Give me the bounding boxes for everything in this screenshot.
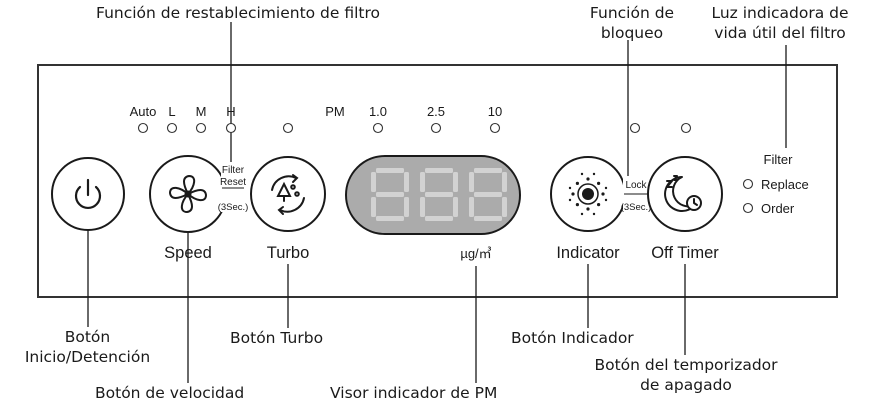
control-panel	[37, 64, 838, 298]
led-pm10	[489, 122, 501, 134]
filter-reset-line1: Filter	[222, 165, 245, 176]
led-medium	[195, 122, 207, 134]
pm-display: µg/㎥	[345, 155, 521, 261]
led-low	[166, 122, 178, 134]
lock-hint: Lock (3Sec.)	[621, 176, 652, 214]
led-filter-order	[742, 202, 754, 214]
callout-filter-reset: Función de restablecimiento de filtro	[96, 4, 381, 22]
led-pm25	[430, 122, 442, 134]
filter-status-replace: Replace	[761, 177, 809, 192]
turbo-icon	[271, 174, 305, 215]
led-label-pm: PM	[325, 104, 345, 119]
speed-leds: Auto L M H	[130, 104, 294, 134]
lock-line1: Lock	[625, 180, 647, 191]
filter-reset-line2: Reset	[220, 177, 246, 188]
led-label-low: L	[168, 104, 175, 119]
led-label-auto: Auto	[130, 104, 157, 119]
display-unit: µg/㎥	[460, 246, 491, 261]
led-indicator	[629, 122, 641, 134]
filter-reset-line3: (3Sec.)	[218, 202, 249, 213]
display-digit-1	[371, 168, 409, 221]
led-label-pm10: 10	[488, 104, 502, 119]
callout-off-timer: Botón del temporizador de apagado	[566, 355, 806, 395]
display-digit-3	[469, 168, 507, 221]
callout-pm-display: Visor indicador de PM	[330, 384, 498, 402]
callout-power-line2: Inicio/Detención	[24, 348, 151, 366]
callout-power-button: Botón Inicio/Detención	[0, 327, 175, 367]
speed-button[interactable]: Speed	[149, 155, 227, 262]
callout-filter-life-line2: vida útil del filtro	[714, 24, 846, 42]
callout-lock-line1: Función de	[589, 4, 675, 22]
turbo-button[interactable]: Turbo	[250, 156, 326, 262]
callout-off-timer-line2: de apagado	[640, 376, 732, 394]
fan-icon	[169, 175, 207, 213]
led-label-pm1: 1.0	[369, 104, 387, 119]
lock-line2: (3Sec.)	[621, 202, 652, 213]
callout-filter-life: Luz indicadora de vida útil del filtro	[690, 3, 870, 43]
led-pm1	[372, 122, 384, 134]
led-auto	[137, 122, 149, 134]
indicator-icon	[568, 172, 608, 216]
power-icon	[74, 178, 102, 209]
led-filter-replace	[742, 178, 754, 190]
led-label-medium: M	[196, 104, 207, 119]
callout-power-line1: Botón	[64, 328, 111, 346]
led-high	[225, 122, 237, 134]
off-timer-button-label: Off Timer	[651, 244, 719, 262]
filter-status-order: Order	[761, 201, 795, 216]
indicator-button[interactable]: Indicator	[550, 156, 626, 262]
led-label-pm25: 2.5	[427, 104, 445, 119]
speed-button-label: Speed	[164, 244, 212, 262]
led-label-high: H	[226, 104, 235, 119]
filter-status: Filter Replace Order	[742, 152, 809, 216]
callout-speed-button: Botón de velocidad	[95, 384, 245, 402]
indicator-button-label: Indicator	[556, 244, 620, 262]
pm-leds: PM 1.0 2.5 10	[325, 104, 692, 134]
callout-turbo-button: Botón Turbo	[230, 329, 324, 347]
filter-reset-hint: Filter Reset (3Sec.)	[218, 162, 249, 213]
turbo-button-label: Turbo	[267, 244, 310, 262]
callout-filter-life-line1: Luz indicadora de	[711, 4, 849, 22]
display-digit-2	[420, 168, 458, 221]
moon-timer-icon	[664, 175, 702, 212]
led-off-timer	[680, 122, 692, 134]
leader-lines	[87, 22, 787, 383]
callout-indicator-button: Botón Indicador	[511, 329, 634, 347]
callout-lock-line2: bloqueo	[600, 24, 664, 42]
filter-status-title: Filter	[764, 152, 794, 167]
off-timer-button[interactable]: Off Timer	[647, 156, 723, 262]
led-turbo	[282, 122, 294, 134]
power-button[interactable]	[51, 157, 125, 231]
callout-off-timer-line1: Botón del temporizador	[594, 356, 778, 374]
callout-lock-function: Función de bloqueo	[562, 3, 702, 43]
